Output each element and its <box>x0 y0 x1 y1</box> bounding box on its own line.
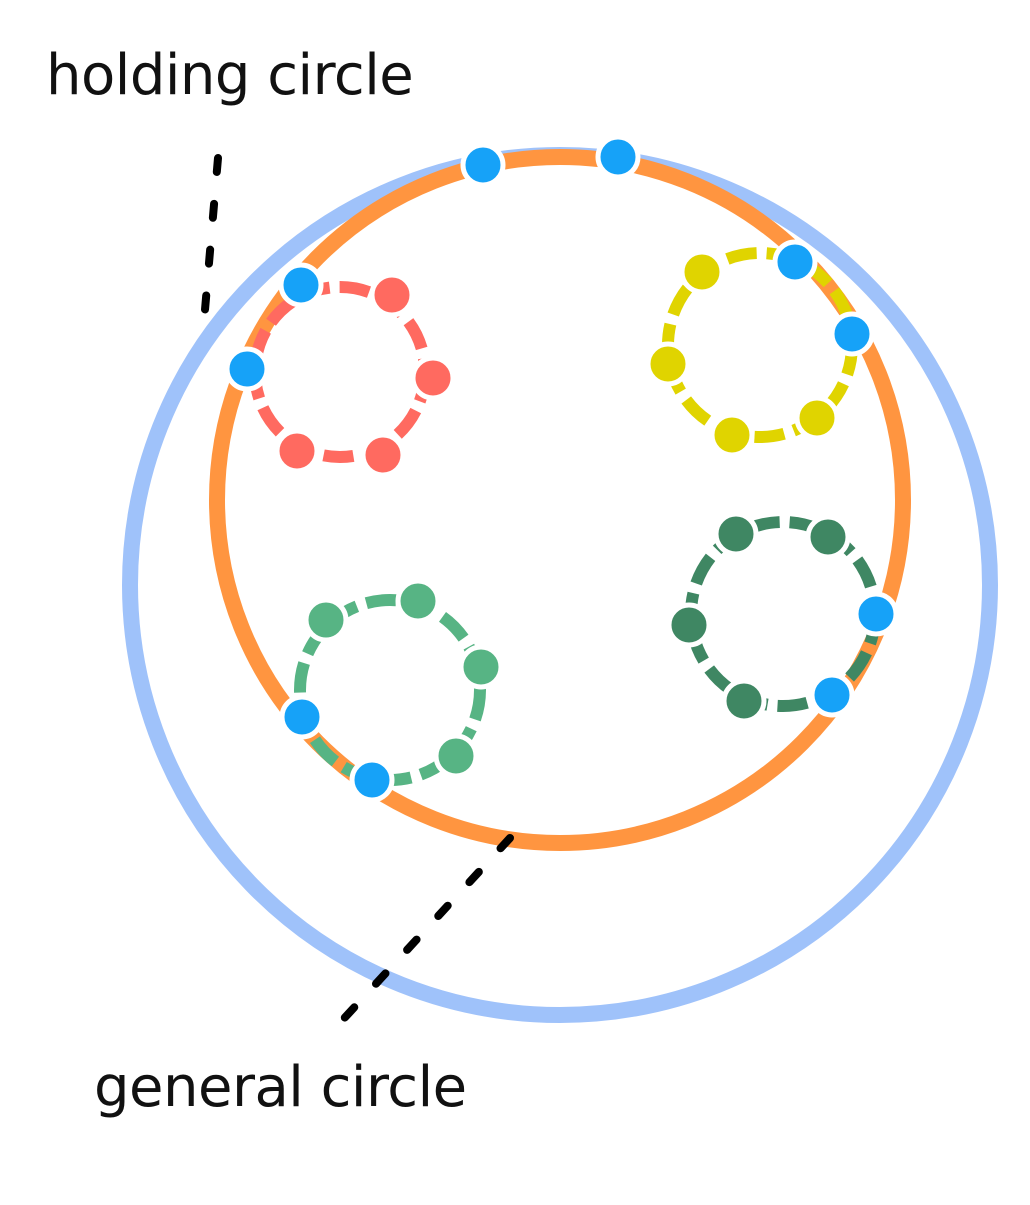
general-circle-label: general circle <box>94 1055 467 1120</box>
shared-node <box>279 694 325 740</box>
dark-green-node <box>713 511 759 557</box>
holding-circle <box>209 149 911 851</box>
yellow-node <box>679 249 725 295</box>
shared-node <box>595 134 641 180</box>
yellow-node <box>794 395 840 441</box>
shared-node <box>460 142 506 188</box>
holding-circle-leader <box>199 154 222 337</box>
shared-node <box>772 239 818 285</box>
red-node <box>410 355 456 401</box>
shared-node <box>829 311 875 357</box>
light-green-node <box>395 578 441 624</box>
dark-green-node <box>721 678 767 724</box>
red-node <box>369 272 415 318</box>
yellow-node <box>709 412 755 458</box>
light-green-node <box>458 644 504 690</box>
yellow-node <box>645 341 691 387</box>
red-node <box>360 432 406 478</box>
dark-green-node <box>666 602 712 648</box>
shared-node <box>809 672 855 718</box>
holding-circle-label: holding circle <box>46 43 414 108</box>
red-node <box>274 428 320 474</box>
light-green-node <box>303 597 349 643</box>
shared-node <box>224 346 270 392</box>
dark-green-node <box>805 514 851 560</box>
shared-node <box>853 591 899 637</box>
shared-node <box>278 262 324 308</box>
general-circle-leader <box>334 834 514 1029</box>
shared-node <box>349 757 395 803</box>
general-circle <box>122 147 998 1023</box>
light-green-node <box>433 733 479 779</box>
